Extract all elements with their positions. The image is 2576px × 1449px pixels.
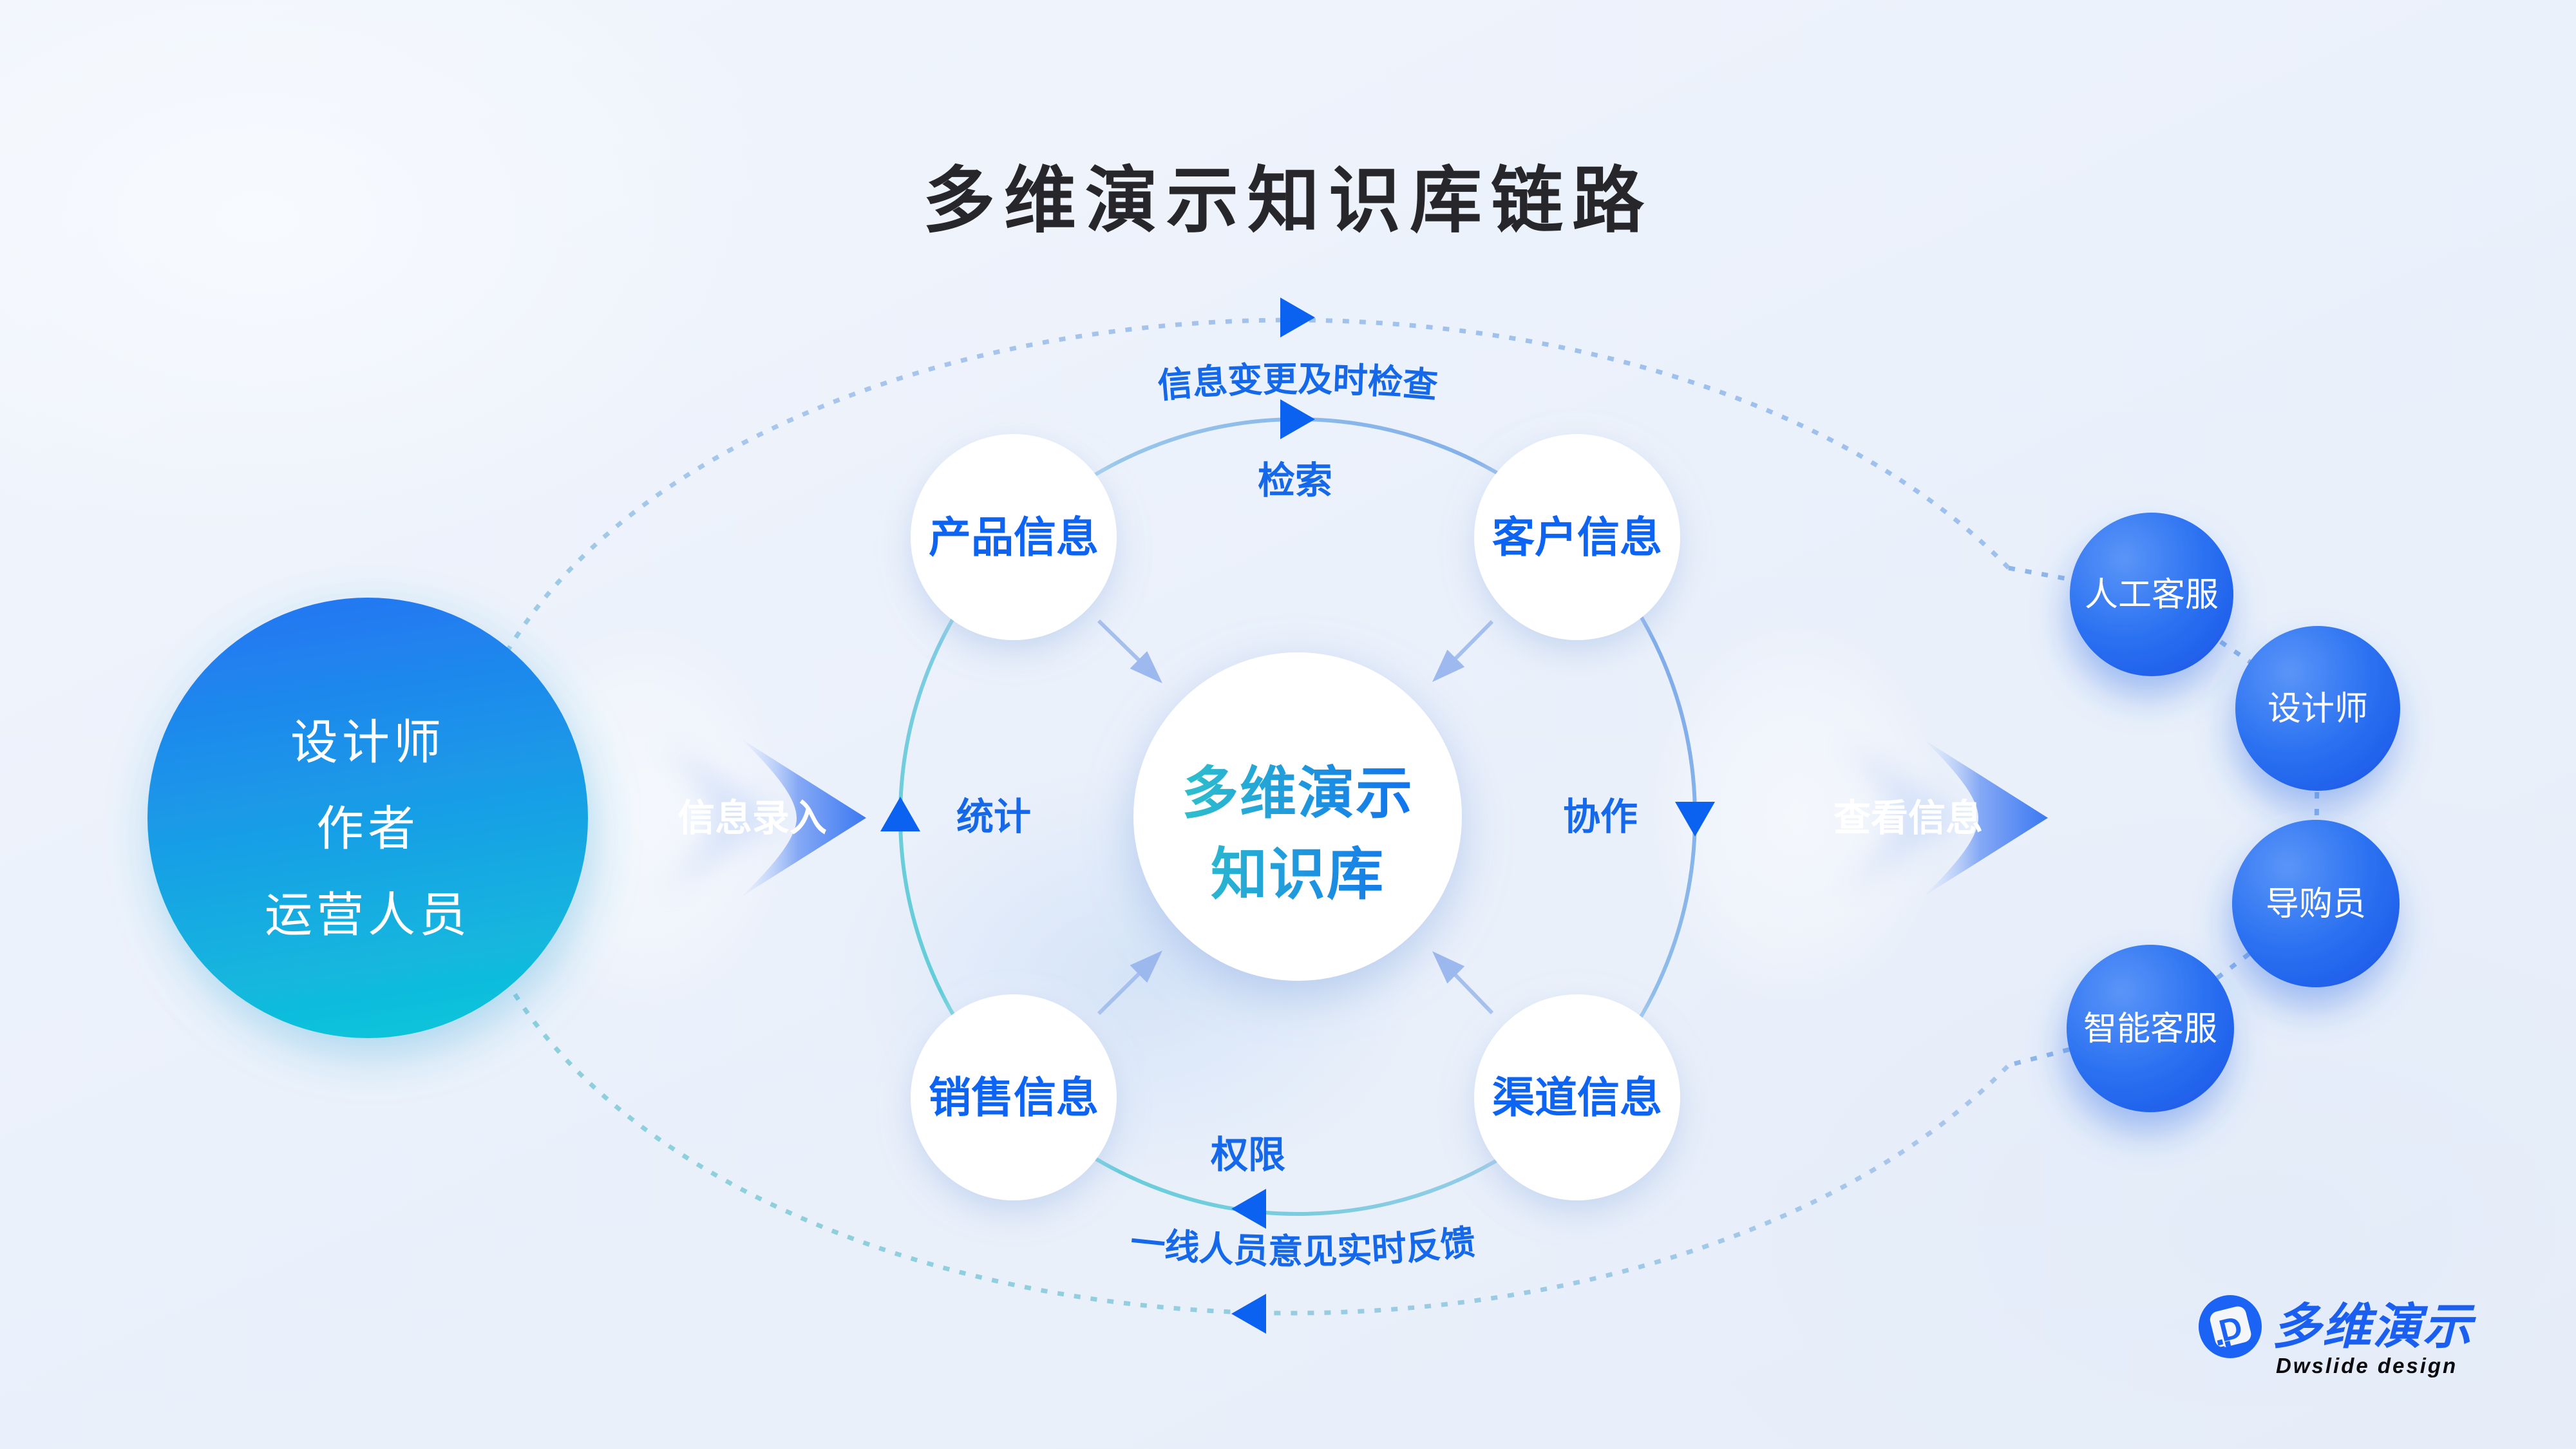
node-customer-circle [1474, 434, 1680, 640]
actor-label: 作者 [316, 802, 419, 855]
arrow-tail-swoosh [1840, 739, 1964, 896]
actor-label: 设计师 [290, 715, 445, 769]
center-hub: 多维演示 知识库 [1133, 652, 1462, 981]
consumer-label-ai-service: 智能客服 [2083, 1010, 2217, 1048]
logo-pixel-dots-icon [2217, 1339, 2231, 1352]
outer-bottom-label: 一线人员意见实时反馈 [1128, 1223, 1477, 1271]
arrow-tail-glow [496, 623, 792, 1010]
inner-top-arrow-icon [1280, 399, 1315, 439]
inner-bottom-arrow-icon [1231, 1189, 1266, 1229]
node-to-center-arrows [1097, 619, 1494, 1016]
consumer-circle-human-service [2070, 513, 2233, 676]
arrow-tail-swoosh [658, 739, 782, 896]
inner-left-arrow-icon [880, 797, 920, 831]
consumer-labels: 人工客服 设计师 导购员 智能客服 [2083, 576, 2368, 1048]
actor-label: 运营人员 [265, 888, 471, 942]
outer-top-label: 信息变更及时检查 [1156, 360, 1439, 405]
outer-top-label-text: 信息变更及时检查 [1156, 360, 1439, 405]
arrow-head-icon [1130, 651, 1162, 683]
node-labels: 产品信息 客户信息 销售信息 渠道信息 [929, 513, 1662, 1121]
node-customer-label: 客户信息 [1492, 513, 1662, 561]
view-arrow-label: 查看信息 [1833, 797, 1983, 839]
view-flow-arrow: 查看信息 [1833, 739, 2048, 896]
consumer-label-human-service: 人工客服 [2085, 576, 2219, 614]
outer-bottom-label-text: 一线人员意见实时反馈 [1128, 1223, 1477, 1271]
outer-top-arrow-icon [1280, 298, 1315, 337]
consumer-group: 人工客服 设计师 导购员 智能客服 [2067, 513, 2400, 1112]
logo-brand-text: 多维演示 [2272, 1300, 2476, 1354]
input-flow-arrow: 信息录入 [658, 739, 866, 896]
knowledge-nodes: 产品信息 客户信息 销售信息 渠道信息 [885, 408, 1706, 1226]
center-label-line2: 知识库 [1211, 842, 1385, 906]
actor-labels: 设计师 作者 运营人员 [265, 715, 471, 942]
orbit-direction-markers [880, 298, 1715, 1334]
arrow-head-icon [1130, 951, 1162, 983]
logo-d-plate [2210, 1306, 2251, 1348]
node-product-circle [911, 434, 1117, 640]
arrow-head-icon [1432, 649, 1465, 682]
outer-orbit [457, 317, 2011, 1316]
view-arrow-shape [1924, 739, 2048, 896]
actor-circle [147, 598, 588, 1038]
outer-orbit-ellipse [457, 317, 2011, 1316]
orbit-label-statistics: 统计 [956, 796, 1031, 838]
center-labels: 多维演示 知识库 [1182, 761, 1414, 906]
input-arrow-shape [742, 739, 866, 896]
consumer-circle-ai-service [2067, 945, 2234, 1112]
orbit-label-collaboration: 协作 [1563, 796, 1638, 838]
arrow-heads [1130, 649, 1465, 984]
actor-group: 设计师 作者 运营人员 [147, 598, 588, 1038]
pixel-dot [2220, 1346, 2226, 1352]
node-product-label: 产品信息 [929, 513, 1099, 561]
input-arrow-label: 信息录入 [677, 797, 827, 839]
page-title: 多维演示知识库链路 [923, 160, 1653, 241]
node-channel-label: 渠道信息 [1492, 1074, 1662, 1121]
consumer-circle-designer [2235, 626, 2400, 791]
logo-d-icon: D [2210, 1306, 2251, 1352]
consumer-label-designer: 设计师 [2268, 690, 2368, 728]
node-sales-label: 销售信息 [929, 1074, 1099, 1121]
orbit-label-retrieval: 检索 [1258, 460, 1332, 502]
center-circle [1133, 652, 1462, 981]
brand-logo: D 多维演示 Dwslide design [2199, 1295, 2476, 1378]
arrow-tail-glow-right [1649, 623, 1945, 1010]
pixel-dot [2217, 1339, 2224, 1346]
consumer-circle-shopping-guide [2232, 820, 2400, 987]
outer-bottom-arrow-icon [1231, 1294, 1266, 1334]
consumer-label-shopping-guide: 导购员 [2266, 886, 2366, 923]
pixel-dot [2224, 1340, 2231, 1347]
arrow-head-icon [1432, 951, 1465, 984]
center-label-line1: 多维演示 [1182, 761, 1414, 825]
logo-tagline: Dwslide design [2276, 1354, 2458, 1378]
orbit-labels: 检索 统计 协作 权限 [956, 460, 1638, 1176]
node-sales-circle [911, 994, 1117, 1200]
orbit-label-permission: 权限 [1210, 1134, 1285, 1176]
inner-right-arrow-icon [1675, 802, 1715, 837]
node-channel-circle [1474, 994, 1680, 1200]
